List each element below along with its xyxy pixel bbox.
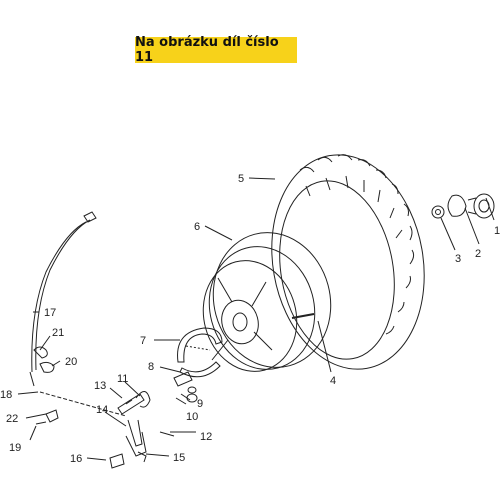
callout-labels: 1 2 3 4 5 6 7 8 9 10 11 12 13 14 15 16 1… [0,173,500,465]
callout-19: 19 [9,442,21,454]
callout-15: 15 [173,452,185,464]
callout-12: 12 [200,431,212,443]
callout-17: 17 [44,307,56,319]
cable-clips [33,346,55,373]
wheel-rim [202,232,332,372]
callout-22: 22 [6,413,18,425]
callout-13: 13 [94,380,106,392]
brake-shoes [177,327,223,378]
tyre [271,154,425,370]
callout-16: 16 [70,453,82,465]
callout-20: 20 [65,356,77,368]
callout-4: 4 [330,375,336,387]
callout-11: 11 [117,373,128,385]
callout-1: 1 [494,225,500,237]
callout-6: 6 [194,221,200,233]
callout-9: 9 [197,398,203,410]
callout-14: 14 [96,404,108,416]
callout-2: 2 [475,248,481,260]
leader-lines [17,177,495,461]
hub-parts [431,193,495,219]
callout-21: 21 [52,327,64,339]
callout-8: 8 [148,361,154,373]
callout-3: 3 [455,253,461,265]
part-number-banner: Na obrázku díl číslo 11 [135,35,297,65]
callout-5: 5 [238,173,244,185]
callout-10: 10 [186,411,198,423]
brake-cable [29,211,127,417]
callout-7: 7 [140,335,146,347]
brake-lever-assembly [35,391,175,469]
callout-18: 18 [0,389,12,401]
